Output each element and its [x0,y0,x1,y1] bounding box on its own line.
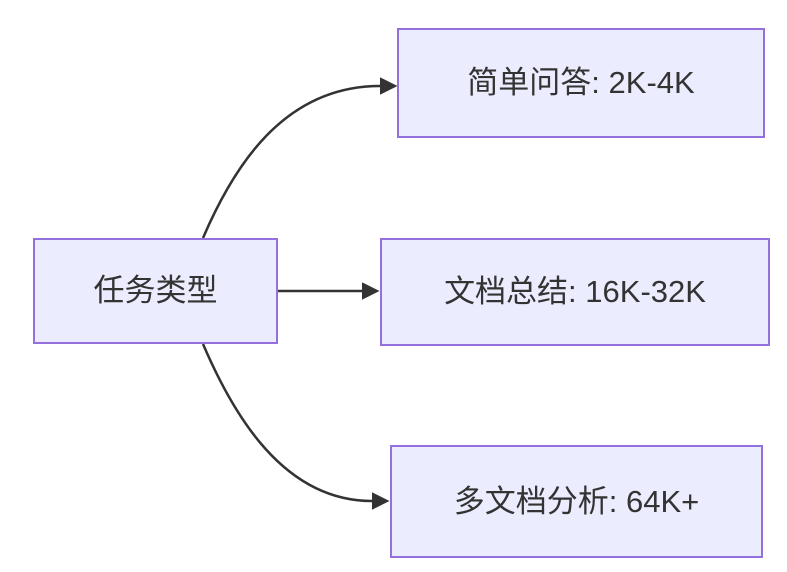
node-simple-qa-label: 简单问答: 2K-4K [467,65,695,101]
node-task-type-label: 任务类型 [93,273,218,309]
node-doc-summary: 文档总结: 16K-32K [380,238,770,346]
node-simple-qa: 简单问答: 2K-4K [397,28,765,138]
node-multi-doc-label: 多文档分析: 64K+ [453,483,700,519]
node-doc-summary-label: 文档总结: 16K-32K [444,274,706,310]
edge-root-to-multi-doc [201,343,390,510]
node-task-type: 任务类型 [33,238,278,344]
edge-root-to-simple-qa [201,77,398,239]
node-multi-doc: 多文档分析: 64K+ [390,445,763,558]
